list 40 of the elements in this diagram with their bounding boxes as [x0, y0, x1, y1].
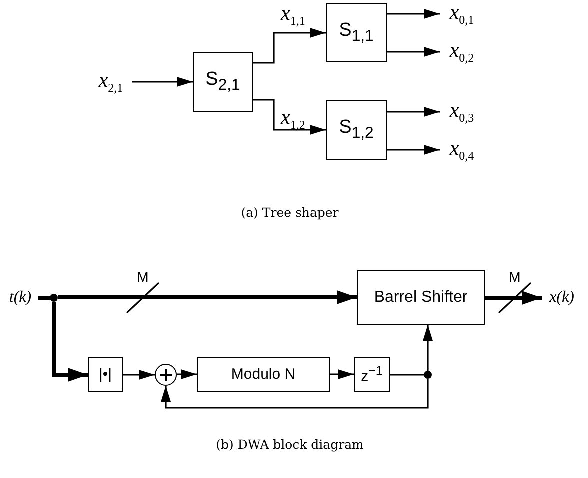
- arrow: [387, 9, 440, 19]
- connector-line: [38, 296, 50, 300]
- signal-label: x$_{0,2}$: [440, 40, 484, 64]
- signal-label: x$_{2,1}$: [90, 70, 132, 94]
- junction-dot: [50, 294, 58, 302]
- process-box: S$_{1,1}$: [326, 3, 387, 62]
- signal-label: x$_{0,3}$: [440, 100, 484, 124]
- process-box: S$_{1,2}$: [326, 100, 387, 160]
- process-box: Modulo N: [197, 357, 330, 392]
- process-box: |•|: [88, 357, 123, 392]
- arrow: [253, 28, 326, 64]
- connector-line: [390, 374, 424, 376]
- arrow: [161, 379, 429, 409]
- signal-label: x$_{0,1}$: [440, 2, 484, 26]
- process-box: S$_{2,1}$: [193, 52, 253, 112]
- bus-width-label: M: [137, 269, 149, 285]
- arrow: [132, 77, 193, 87]
- arrow: [52, 302, 88, 382]
- process-box: z$^{−1}$: [354, 357, 390, 392]
- arrow: [387, 145, 440, 155]
- signal-label: x(k): [542, 287, 582, 309]
- arrow: [123, 370, 155, 380]
- arrow: [177, 370, 197, 380]
- bus-width-label: M: [509, 269, 521, 285]
- arrow: [387, 47, 440, 57]
- summing-junction: [155, 364, 177, 386]
- figure-caption: (a) Tree shaper: [241, 205, 339, 220]
- arrow: [330, 370, 354, 380]
- signal-label: x$_{0,4}$: [440, 138, 484, 162]
- signal-label: t(k): [3, 287, 38, 309]
- process-box: Barrel Shifter: [357, 270, 485, 325]
- figure-caption: (b) DWA block diagram: [216, 437, 364, 452]
- junction-dot: [424, 371, 432, 379]
- arrow: [387, 107, 440, 117]
- arrow: [253, 99, 326, 135]
- arrow: [58, 290, 357, 304]
- edge-label: x$_{1,2}$: [281, 105, 306, 134]
- arrow: [423, 325, 433, 371]
- arrow: [485, 291, 542, 305]
- edge-label: x$_{1,1}$: [281, 1, 306, 30]
